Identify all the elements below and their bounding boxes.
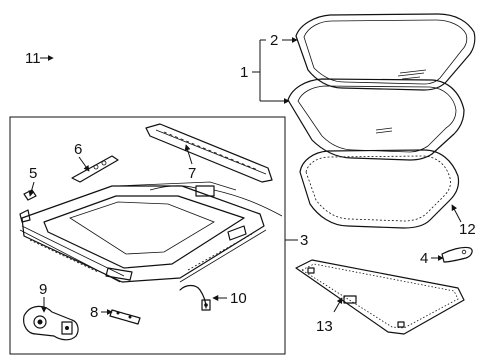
callout-2: 2 bbox=[270, 32, 278, 49]
motor-bracket-part bbox=[23, 305, 79, 341]
glass-panel-part bbox=[295, 13, 476, 91]
sunroof-frame-part bbox=[19, 181, 283, 283]
guide-block-part bbox=[109, 309, 141, 325]
callout-7: 7 bbox=[188, 165, 196, 182]
glass-assembly-part bbox=[287, 78, 465, 161]
wind-deflector-part bbox=[145, 123, 273, 183]
callout-3: 3 bbox=[300, 232, 308, 249]
callout-11: 11 bbox=[25, 50, 41, 67]
assembly-frame-box bbox=[9, 116, 286, 355]
drain-hose-part bbox=[48, 28, 75, 94]
callout-13: 13 bbox=[316, 318, 333, 335]
sunshade-part bbox=[295, 259, 465, 335]
callout-5: 5 bbox=[29, 165, 37, 182]
cable-clip-part bbox=[71, 155, 119, 183]
guide-bracket-part bbox=[441, 246, 473, 263]
drain-tube-part bbox=[179, 284, 211, 311]
callout-4: 4 bbox=[420, 250, 428, 267]
callout-12: 12 bbox=[459, 221, 476, 238]
weatherstrip-part bbox=[299, 149, 460, 229]
callout-8: 8 bbox=[90, 304, 98, 321]
callout-6: 6 bbox=[74, 141, 82, 158]
callout-10: 10 bbox=[230, 290, 247, 307]
leader-lines bbox=[28, 37, 462, 315]
callout-9: 9 bbox=[39, 281, 47, 298]
callout-1: 1 bbox=[240, 64, 248, 81]
